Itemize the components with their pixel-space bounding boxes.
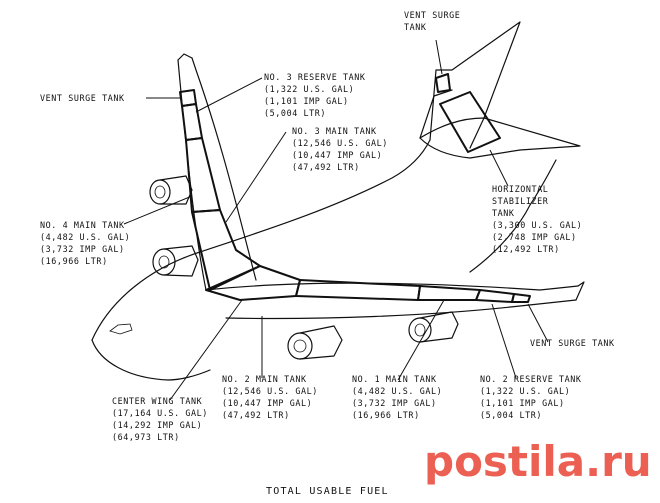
svg-text:(14,292 IMP GAL): (14,292 IMP GAL) bbox=[112, 420, 202, 430]
vertical-fin bbox=[429, 21, 521, 149]
label-vent-surge-tail: VENT SURGE TANK bbox=[404, 10, 460, 32]
figure-caption: TOTAL USABLE FUEL bbox=[266, 486, 389, 497]
svg-text:(47,492 LTR): (47,492 LTR) bbox=[222, 410, 290, 420]
right-vent-surge-tank bbox=[511, 293, 531, 303]
leader-vent-surge-tail bbox=[435, 39, 443, 75]
svg-text:NO. 4 MAIN TANK: NO. 4 MAIN TANK bbox=[40, 220, 125, 230]
svg-text:(3,300 U.S. GAL): (3,300 U.S. GAL) bbox=[492, 220, 582, 230]
fuselage-upper bbox=[91, 139, 431, 341]
no1-main-tank-outline bbox=[417, 285, 481, 301]
engines bbox=[149, 175, 459, 360]
svg-text:(12,546 U.S. GAL): (12,546 U.S. GAL) bbox=[222, 386, 318, 396]
engine-1 bbox=[408, 311, 459, 343]
svg-text:(17,164 U.S. GAL): (17,164 U.S. GAL) bbox=[112, 408, 208, 418]
horizontal-stabilizer-tank-outline bbox=[439, 91, 501, 153]
engine-3 bbox=[152, 245, 199, 277]
leader-center-wing bbox=[169, 299, 243, 401]
center-wing-tank-outline bbox=[205, 265, 301, 301]
leader-no3-main bbox=[225, 131, 287, 223]
svg-text:(3,732 IMP GAL): (3,732 IMP GAL) bbox=[40, 244, 125, 254]
label-vent-surge-left: VENT SURGE TANK bbox=[40, 93, 125, 103]
label-vent-surge-right: VENT SURGE TANK bbox=[530, 338, 615, 348]
tail-vent-surge-tank bbox=[435, 73, 451, 93]
right-wing-trailing-edge bbox=[225, 299, 577, 320]
fuel-tanks bbox=[179, 73, 531, 303]
svg-text:NO. 2 MAIN TANK: NO. 2 MAIN TANK bbox=[222, 374, 307, 384]
svg-text:TANK: TANK bbox=[404, 22, 427, 32]
svg-text:NO. 1 MAIN TANK: NO. 1 MAIN TANK bbox=[352, 374, 437, 384]
svg-text:HORIZONTAL: HORIZONTAL bbox=[492, 184, 548, 194]
left-wingtip bbox=[177, 53, 193, 61]
engine-2 bbox=[287, 325, 343, 360]
leader-no4-main bbox=[123, 195, 193, 225]
svg-text:(4,482 U.S. GAL): (4,482 U.S. GAL) bbox=[40, 232, 130, 242]
svg-text:STABILIZER: STABILIZER bbox=[492, 196, 549, 206]
tank-labels: VENT SURGE TANK VENT SURGE TANK NO. 3 RE… bbox=[40, 10, 615, 442]
svg-text:VENT SURGE: VENT SURGE bbox=[404, 10, 460, 20]
svg-text:(64,973 LTR): (64,973 LTR) bbox=[112, 432, 180, 442]
horizontal-stabilizer bbox=[419, 117, 581, 159]
left-wing-trailing-edge bbox=[191, 57, 257, 281]
label-horizontal-stabilizer-tank: HORIZONTAL STABILIZER TANK (3,300 U.S. G… bbox=[492, 184, 582, 254]
leader-lines bbox=[123, 39, 549, 401]
stabilizer-left-tip bbox=[419, 89, 453, 139]
svg-text:CENTER WING TANK: CENTER WING TANK bbox=[112, 396, 203, 406]
svg-text:(1,322 U.S. GAL): (1,322 U.S. GAL) bbox=[480, 386, 570, 396]
label-no2-main-tank: NO. 2 MAIN TANK (12,546 U.S. GAL) (10,44… bbox=[222, 374, 318, 420]
svg-text:(5,004 LTR): (5,004 LTR) bbox=[264, 108, 326, 118]
svg-text:(16,966 LTR): (16,966 LTR) bbox=[352, 410, 420, 420]
svg-text:(12,492 LTR): (12,492 LTR) bbox=[492, 244, 560, 254]
svg-text:(47,492 LTR): (47,492 LTR) bbox=[292, 162, 360, 172]
svg-text:(12,546 U.S. GAL): (12,546 U.S. GAL) bbox=[292, 138, 388, 148]
label-no2-reserve-tank: NO. 2 RESERVE TANK (1,322 U.S. GAL) (1,1… bbox=[480, 374, 582, 420]
fuselage-belly bbox=[469, 159, 557, 273]
label-no4-main-tank: NO. 4 MAIN TANK (4,482 U.S. GAL) (3,732 … bbox=[40, 220, 130, 266]
cockpit-windows bbox=[109, 323, 133, 335]
fuselage-lower bbox=[91, 339, 211, 381]
svg-text:NO. 3 RESERVE TANK: NO. 3 RESERVE TANK bbox=[264, 72, 366, 82]
leader-vent-surge-right bbox=[527, 303, 549, 343]
svg-text:(3,732 IMP GAL): (3,732 IMP GAL) bbox=[352, 398, 437, 408]
label-center-wing-tank: CENTER WING TANK (17,164 U.S. GAL) (14,2… bbox=[112, 396, 208, 442]
no4-main-tank-outline bbox=[185, 137, 221, 213]
svg-text:(1,101 IMP GAL): (1,101 IMP GAL) bbox=[264, 96, 349, 106]
svg-text:NO. 2 RESERVE TANK: NO. 2 RESERVE TANK bbox=[480, 374, 582, 384]
svg-text:NO. 3 MAIN TANK: NO. 3 MAIN TANK bbox=[292, 126, 377, 136]
label-no1-main-tank: NO. 1 MAIN TANK (4,482 U.S. GAL) (3,732 … bbox=[352, 374, 442, 420]
label-no3-reserve-tank: NO. 3 RESERVE TANK (1,322 U.S. GAL) (1,1… bbox=[264, 72, 366, 118]
svg-text:(4,482 U.S. GAL): (4,482 U.S. GAL) bbox=[352, 386, 442, 396]
leader-no2-reserve bbox=[491, 303, 517, 379]
label-no3-main-tank: NO. 3 MAIN TANK (12,546 U.S. GAL) (10,44… bbox=[292, 126, 388, 172]
svg-text:postila.ru: postila.ru bbox=[424, 437, 652, 486]
right-winglet bbox=[575, 281, 585, 301]
svg-text:(1,322 U.S. GAL): (1,322 U.S. GAL) bbox=[264, 84, 354, 94]
no3-reserve-tank-outline bbox=[181, 103, 203, 141]
svg-text:(16,966 LTR): (16,966 LTR) bbox=[40, 256, 108, 266]
leader-no3-reserve bbox=[195, 77, 263, 113]
aircraft-outline bbox=[91, 21, 585, 381]
engine-4 bbox=[149, 175, 193, 205]
svg-text:(5,004 LTR): (5,004 LTR) bbox=[480, 410, 542, 420]
svg-text:(10,447 IMP GAL): (10,447 IMP GAL) bbox=[292, 150, 382, 160]
svg-text:(1,101 IMP GAL): (1,101 IMP GAL) bbox=[480, 398, 565, 408]
svg-text:(10,447 IMP GAL): (10,447 IMP GAL) bbox=[222, 398, 312, 408]
svg-text:TANK: TANK bbox=[492, 208, 515, 218]
no2-reserve-tank-outline bbox=[475, 289, 515, 303]
leader-no1-main bbox=[397, 299, 445, 381]
watermark: postila.ru bbox=[420, 430, 652, 486]
leader-horizontal-stabilizer bbox=[489, 149, 509, 187]
no3-main-tank-outline bbox=[191, 209, 261, 291]
svg-text:(2,748 IMP GAL): (2,748 IMP GAL) bbox=[492, 232, 577, 242]
